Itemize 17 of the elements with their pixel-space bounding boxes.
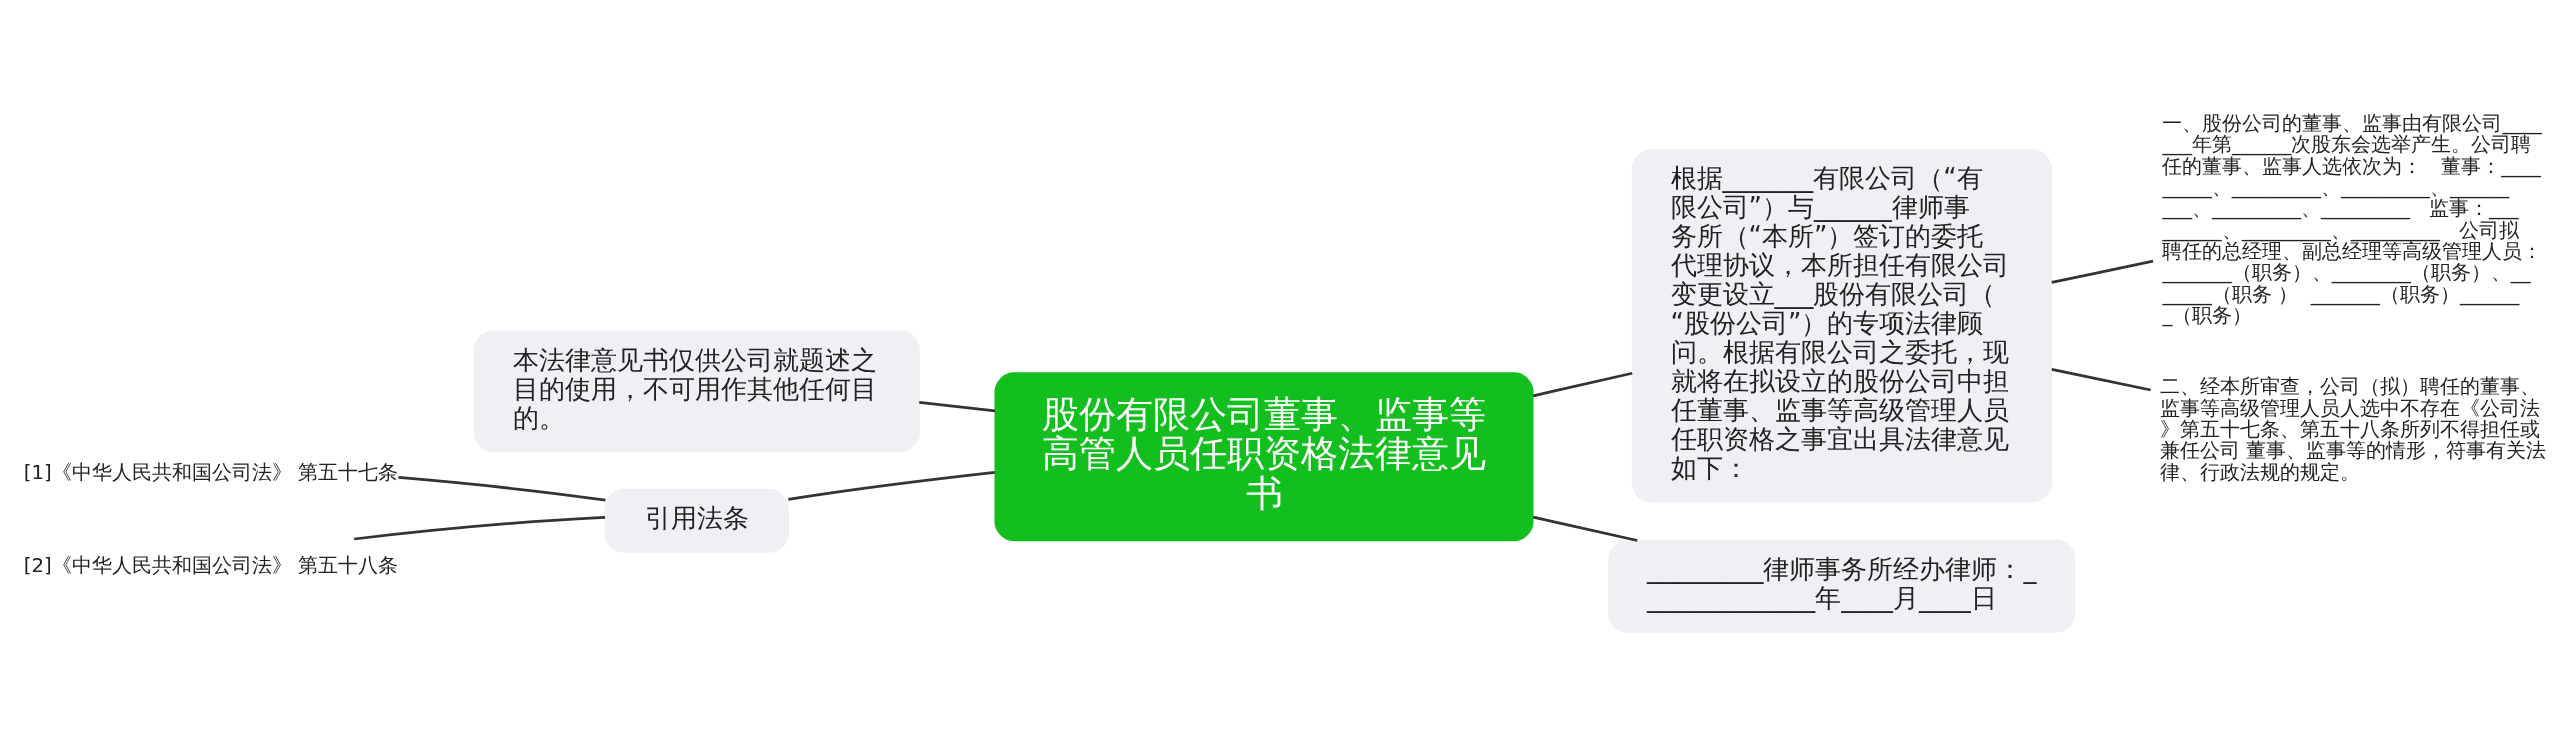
node-box: _________律师事务所经办律师：______________年____月____日 [1608,539,2076,633]
node-box: 引用法条 [604,488,789,553]
connector [919,401,996,413]
connector [398,476,606,502]
node-text: [2]《中华人民共和国公司法》 第五十八条 [23,553,399,577]
node-box: 本法律意见书仅供公司就题述之目的使用，不可用作其他任何目的。 [473,330,920,453]
node-box: 根据_______有限公司（“有限公司”）与______律师事务所（“本所”）签订的委托代理协议，本所担任有限公司变更设立___股份有限公司（“股份公司”）的专项法律顾问。根据有限公司之委托，现就将在拟设立的股份公司中担任董事、监事等高级管理人员任职资格之事宜出具法律意见如下： [1631,149,2053,503]
connector [1532,371,1633,398]
node-box: 股份有限公司董事、监事等高管人员任职资格法律意见书 [994,372,1534,542]
connector [1532,515,1638,542]
node-text: 二、经本所审查，公司（拟）聘任的董事、监事等高级管理人员人选中不存在《公司法》第五十七条、第五十八条所列不得担任或兼任公司 董事、监事等的情形，符事有关法律、行政法规的规定。 [2160,375,2547,484]
connector [354,516,606,541]
node-text: [1]《中华人民共和国公司法》 第五十七条 [23,460,399,484]
connector [2051,368,2151,392]
node-text: 一、股份公司的董事、监事由有限公司_______年第______次股东会选举产生。公司聘任的董事、监事人选依次为： 董事：_________、_________、_________、_________、_________、_________ 监事：_________、_________、_________ 公司拟聘任的总经理、副总经理等高级管理人员：_______（职务）、________（职务）、_______（职务 ） _______（职务）_______（职务） [2162,112,2543,327]
connector [788,470,995,501]
connector [2051,259,2154,284]
